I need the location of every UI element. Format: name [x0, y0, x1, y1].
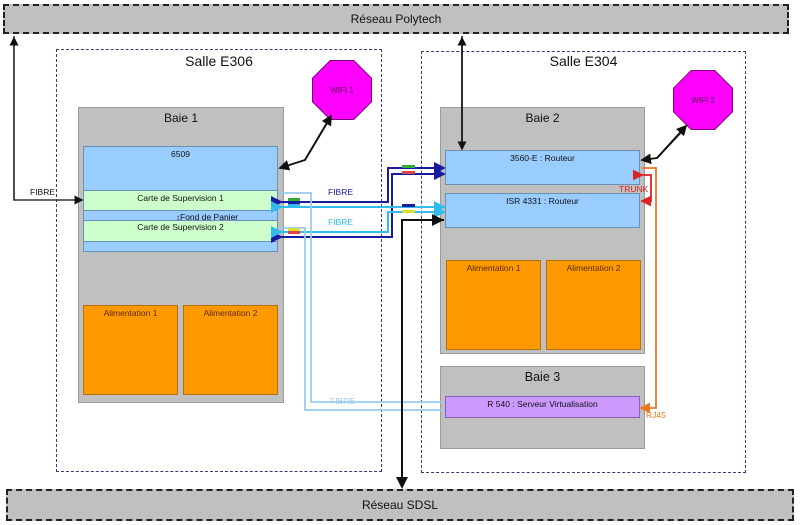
switch-6509-label: 6509: [171, 149, 190, 159]
rack-baie-2-title: Baie 2: [525, 111, 560, 125]
connector-tag: [402, 171, 415, 174]
room-e306: Salle E306: [56, 49, 382, 472]
connector-tag: [288, 231, 300, 234]
fibre-left-label: FIBRE: [30, 187, 56, 197]
trunk-label: TRUNK: [619, 184, 649, 194]
network-sdsl-label: Réseau SDSL: [361, 498, 439, 512]
baie1-power-supply-2-label: Alimentation 2: [203, 308, 258, 318]
connector-tag: [288, 204, 300, 207]
link-rj45: [639, 167, 657, 414]
room-e304: Salle E304: [421, 51, 746, 473]
connector-tag: [402, 204, 415, 207]
router-isr4331-label: ISR 4331 : Routeur: [506, 196, 579, 206]
fibre-server-label: FIBRE: [330, 396, 356, 406]
backplane-arrow-icon: ↕: [176, 213, 180, 222]
rack-baie-1-title: Baie 1: [163, 111, 199, 125]
network-polytech-label: Réseau Polytech: [350, 12, 442, 26]
wifi-2-label: WIFI 2: [691, 95, 715, 105]
room-e306-title: Salle E306: [185, 53, 253, 69]
baie1-power-supply-1[interactable]: Alimentation 1: [83, 305, 178, 395]
link-polytech-6509: [13, 36, 84, 205]
connector-tag: [288, 198, 300, 201]
backplane-label: ↕Fond de Panier: [176, 212, 239, 222]
router-3560e[interactable]: 3560-E : Routeur: [445, 150, 640, 185]
supervisor-card-1-label: Carte de Supervision 1: [137, 193, 224, 203]
network-sdsl[interactable]: Réseau SDSL: [6, 489, 794, 521]
rj45-label: RJ45: [646, 410, 666, 420]
connector-tag: [288, 201, 300, 204]
link-wifi2-3560-up: [656, 124, 688, 159]
room-e304-title: Salle E304: [549, 53, 618, 69]
baie1-power-supply-2[interactable]: Alimentation 2: [183, 305, 278, 395]
fibre-cyan-label: FIBRE: [328, 217, 354, 227]
link-wifi2-3560: [640, 127, 686, 165]
baie2-power-supply-2[interactable]: Alimentation 2: [546, 260, 641, 350]
link-trunk: [633, 169, 652, 207]
baie2-power-supply-2-label: Alimentation 2: [566, 263, 621, 273]
supervisor-card-2-label: Carte de Supervision 2: [137, 222, 224, 232]
network-polytech[interactable]: Réseau Polytech: [3, 4, 789, 34]
link-isr-sdsl: [396, 219, 444, 489]
connector-tag: [402, 165, 415, 168]
link-fibre-cyan-2: [271, 206, 446, 238]
baie1-power-supply-1-label: Alimentation 1: [103, 308, 158, 318]
wifi-1[interactable]: WIFI 1: [313, 61, 371, 119]
baie2-power-supply-1[interactable]: Alimentation 1: [446, 260, 541, 350]
wifi-1-label: WIFI 1: [330, 85, 354, 95]
rack-baie-3-title: Baie 3: [524, 370, 561, 384]
server-r540-label: R 540 : Serveur Virtualisation: [487, 399, 598, 409]
router-3560e-label: 3560-E : Routeur: [510, 153, 575, 163]
connector-tag: [288, 228, 300, 231]
link-wifi1-6509-up: [304, 114, 332, 161]
link-fibre-light-1: [279, 192, 444, 403]
connector-tag: [402, 210, 415, 213]
fibre-dark-label: FIBRE: [328, 187, 354, 197]
link-fibre-light-2: [279, 227, 444, 411]
link-wifi1-6509: [278, 117, 331, 171]
baie2-power-supply-1-label: Alimentation 1: [466, 263, 521, 273]
wifi-2[interactable]: WIFI 2: [674, 71, 732, 129]
